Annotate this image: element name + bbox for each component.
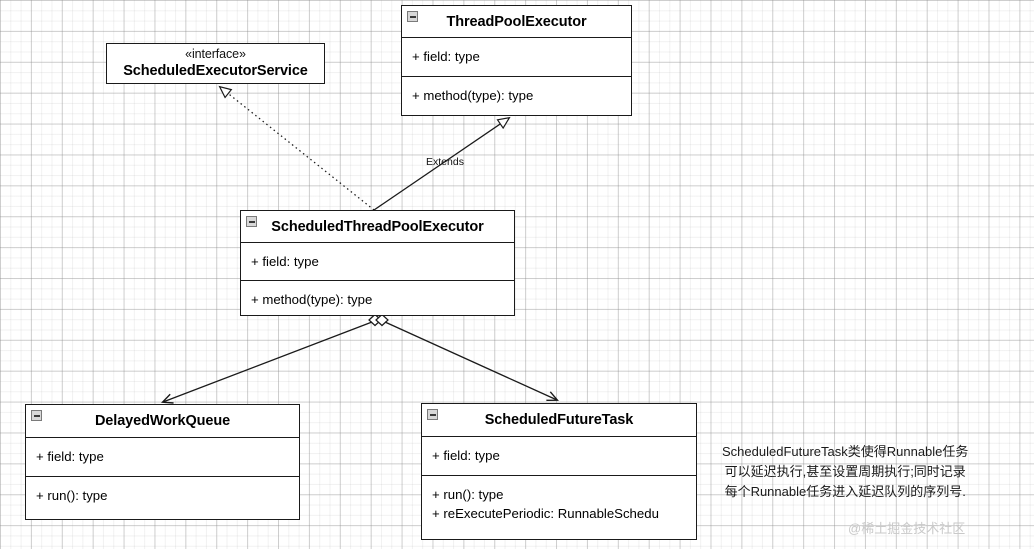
class-name-thread-pool-executor: ThreadPoolExecutor: [446, 13, 587, 30]
class-name-scheduled-thread-pool-executor: ScheduledThreadPoolExecutor: [271, 218, 484, 235]
annotation-line: 可以延迟执行,甚至设置周期执行;同时记录: [724, 464, 966, 480]
class-header-scheduled-executor-service: «interface» ScheduledExecutorService: [107, 44, 324, 83]
collapse-icon[interactable]: [427, 409, 438, 420]
collapse-icon[interactable]: [407, 11, 418, 22]
class-fields-thread-pool-executor: + field: type: [402, 38, 631, 76]
class-fields-scheduled-future-task: + field: type: [422, 437, 696, 475]
method-row: + run(): type: [36, 488, 108, 503]
aggregation-diamond-right: [375, 313, 389, 327]
class-box-scheduled-future-task[interactable]: ScheduledFutureTask + field: type + run(…: [421, 403, 697, 540]
class-name-scheduled-future-task: ScheduledFutureTask: [484, 412, 634, 428]
class-methods-scheduled-future-task: + run(): type + reExecutePeriodic: Runna…: [422, 475, 696, 539]
class-box-scheduled-thread-pool-executor[interactable]: ScheduledThreadPoolExecutor + field: typ…: [240, 210, 515, 316]
aggregation-scheduled-future-task: [384, 321, 559, 402]
field-row: + field: type: [36, 449, 104, 464]
annotation-note: ScheduledFutureTask类使得Runnable任务 可以延迟执行,…: [722, 442, 968, 502]
method-row: + run(): type: [432, 487, 504, 502]
method-row: + reExecutePeriodic: RunnableSchedu: [432, 506, 659, 522]
edge-label-extends: Extends: [426, 156, 464, 168]
watermark: @稀土掘金技术社区: [848, 521, 966, 536]
class-header-scheduled-future-task: ScheduledFutureTask: [422, 404, 696, 437]
annotation-line: 每个Runnable任务进入延迟队列的序列号.: [724, 484, 966, 500]
class-fields-scheduled-thread-pool-executor: + field: type: [241, 243, 514, 280]
aggregation-diamond-left: [368, 313, 382, 327]
class-header-delayed-work-queue: DelayedWorkQueue: [26, 405, 299, 438]
collapse-icon[interactable]: [31, 410, 42, 421]
field-row: + field: type: [432, 448, 500, 463]
class-box-scheduled-executor-service[interactable]: «interface» ScheduledExecutorService: [106, 43, 325, 84]
stereotype-label: «interface»: [185, 46, 246, 61]
class-box-delayed-work-queue[interactable]: DelayedWorkQueue + field: type + run(): …: [25, 404, 300, 520]
class-header-scheduled-thread-pool-executor: ScheduledThreadPoolExecutor: [241, 211, 514, 243]
implements-edge: [218, 85, 375, 211]
field-row: + field: type: [251, 254, 319, 269]
class-box-thread-pool-executor[interactable]: ThreadPoolExecutor + field: type + metho…: [401, 5, 632, 116]
method-row: + method(type): type: [412, 88, 534, 103]
annotation-line: ScheduledFutureTask类使得Runnable任务: [722, 444, 969, 459]
class-fields-delayed-work-queue: + field: type: [26, 438, 299, 476]
class-methods-scheduled-thread-pool-executor: + method(type): type: [241, 280, 514, 315]
aggregation-delayed-work-queue: [160, 321, 373, 404]
class-methods-delayed-work-queue: + run(): type: [26, 476, 299, 519]
collapse-icon[interactable]: [246, 216, 257, 227]
field-row: + field: type: [412, 49, 480, 64]
class-methods-thread-pool-executor: + method(type): type: [402, 76, 631, 115]
class-header-thread-pool-executor: ThreadPoolExecutor: [402, 6, 631, 38]
method-row: + method(type): type: [251, 292, 373, 307]
class-name-delayed-work-queue: DelayedWorkQueue: [94, 413, 231, 429]
class-name-scheduled-executor-service: ScheduledExecutorService: [123, 63, 308, 80]
